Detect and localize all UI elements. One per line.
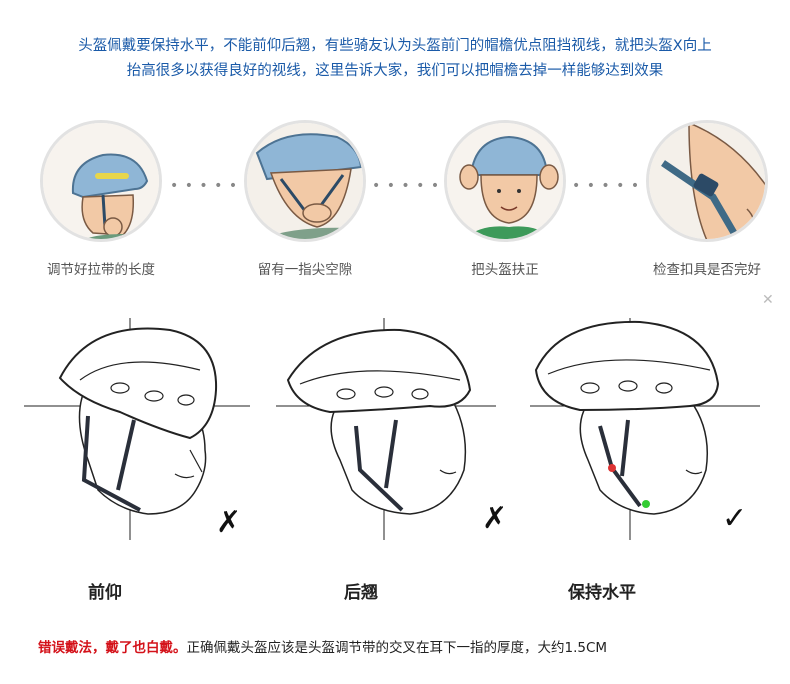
intro-text: 头盔佩戴要保持水平，不能前仰后翘，有些骑友认为头盔前门的帽檐优点阻挡视线，就把头… <box>0 34 790 84</box>
intro-line-2: 抬高很多以获得良好的视线，这里告诉大家，我们可以把帽檐去掉一样能够达到效果 <box>126 63 664 79</box>
step-caption: 留有一指尖空隙 <box>257 262 353 278</box>
step-straighten-helmet: 把头盔扶正 <box>430 120 580 278</box>
step-connector: • • • • • • <box>572 178 655 194</box>
instruction-text: 正确佩戴头盔应该是头盔调节带的交叉在耳下一指的厚度，大约1.5CM <box>186 640 608 656</box>
panel-tilted-forward-illustration <box>276 318 496 540</box>
panel-tilted-back-illustration <box>24 318 250 540</box>
step-caption: 调节好拉带的长度 <box>47 262 155 278</box>
step-connector: • • • • • • <box>170 178 253 194</box>
step-finger-gap: 留有一指尖空隙 <box>230 120 380 278</box>
step-check-buckle: 检查扣具是否完好 <box>632 120 782 278</box>
close-icon[interactable]: ✕ <box>762 292 774 308</box>
helmet-position-panels: ✗ ✗ ✓ <box>0 300 790 620</box>
check-buckle-illustration <box>646 120 768 242</box>
panel-label-level: 保持水平 <box>568 583 636 603</box>
step-caption: 检查扣具是否完好 <box>653 262 761 278</box>
panel-label-tilted-back: 前仰 <box>88 583 122 603</box>
step-connector: • • • • • • <box>372 178 455 194</box>
straighten-helmet-illustration <box>444 120 566 242</box>
footer-note: 错误戴法，戴了也白戴。正确佩戴头盔应该是头盔调节带的交叉在耳下一指的厚度，大约1… <box>38 636 607 656</box>
correct-mark-icon: ✓ <box>722 501 747 536</box>
finger-gap-illustration <box>244 120 366 242</box>
warning-text: 错误戴法，戴了也白戴。 <box>38 640 187 656</box>
adjust-strap-illustration <box>40 120 162 242</box>
step-adjust-strap: 调节好拉带的长度 <box>26 120 176 278</box>
wrong-mark-icon: ✗ <box>216 505 241 540</box>
panel-label-tilted-forward: 后翘 <box>344 583 378 603</box>
intro-line-1: 头盔佩戴要保持水平，不能前仰后翘，有些骑友认为头盔前门的帽檐优点阻挡视线，就把头… <box>78 38 712 54</box>
step-caption: 把头盔扶正 <box>471 262 539 278</box>
panel-level-illustration <box>530 318 760 540</box>
steps-row: 调节好拉带的长度 • • • • • • 留有一指尖空隙 • • • • • • <box>0 120 790 290</box>
wrong-mark-icon: ✗ <box>482 501 507 536</box>
